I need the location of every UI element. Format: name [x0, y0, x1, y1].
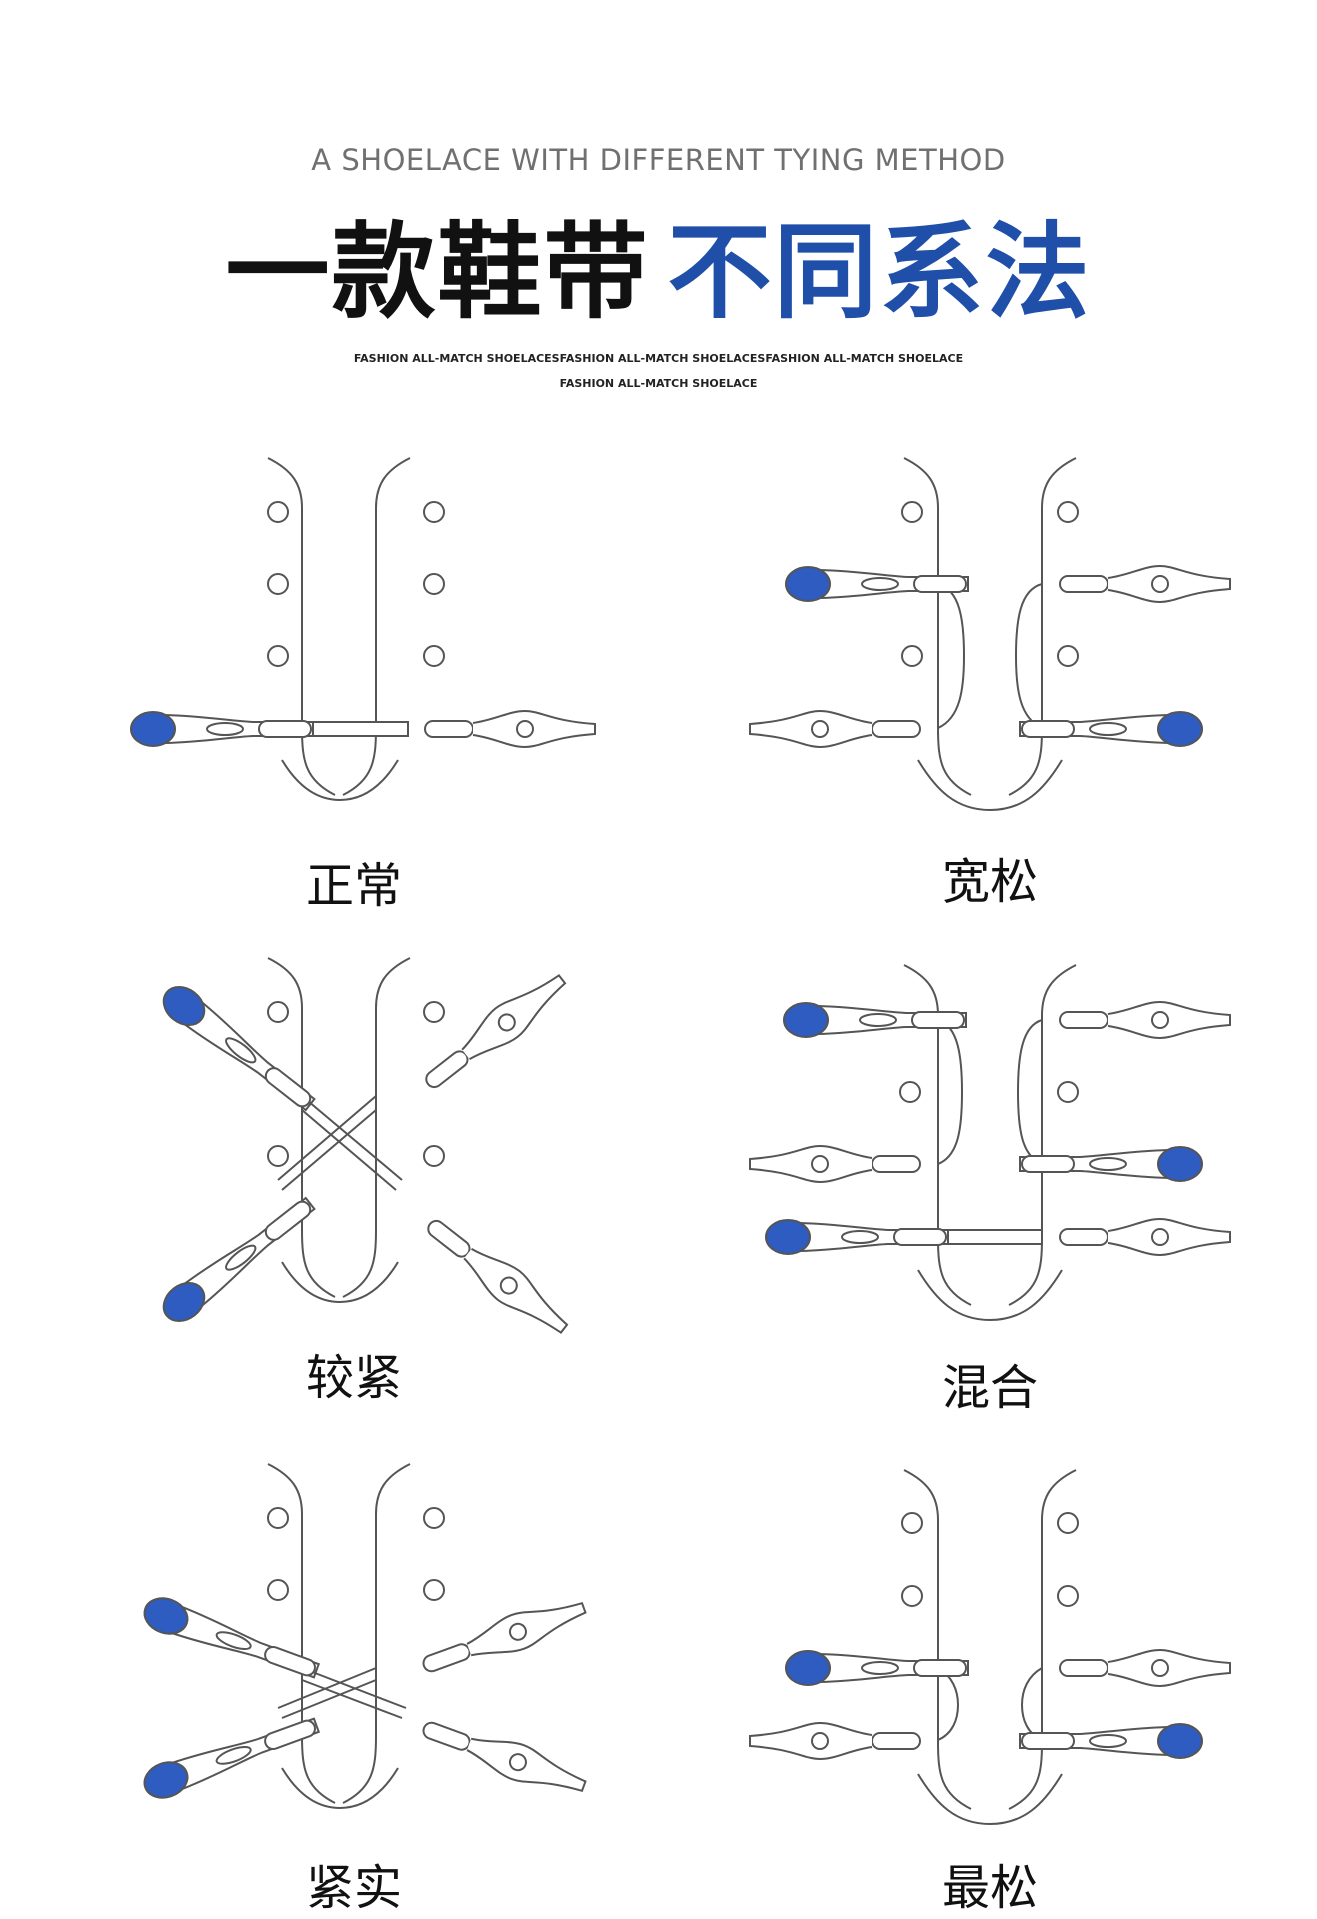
lace-end-ring-icon [749, 1722, 921, 1760]
page-title: 一款鞋带不同系法 [0, 212, 1317, 332]
lace-end-ring-icon [1059, 1218, 1231, 1256]
method-label-loose: 宽松 [941, 854, 1038, 910]
lace-end-ring-icon [1059, 565, 1231, 603]
shoe-eyestay-outline [267, 957, 411, 1298]
lace-end-blue-icon [155, 1189, 322, 1330]
header-subtitle: A SHOELACE WITH DIFFERENT TYING METHOD [311, 143, 1006, 177]
diagram-loose [749, 457, 1231, 812]
shoe-eyestay-outline [903, 457, 1077, 796]
lace-end-blue-icon [1019, 1146, 1203, 1182]
shoe-toe-outline [281, 759, 399, 802]
lace-end-blue-icon [130, 711, 314, 747]
lace-end-blue-icon [1019, 711, 1203, 747]
lace-end-blue-icon [765, 1219, 949, 1255]
diagram-tighter [155, 957, 577, 1344]
lace-end-blue-icon [138, 1708, 324, 1805]
method-label-loosest: 最松 [941, 1860, 1038, 1916]
lace-end-ring-icon [1059, 1001, 1231, 1039]
shoe-toe-outline [281, 1767, 399, 1810]
shoe-toe-outline [917, 1269, 1063, 1322]
shoe-toe-outline [917, 1773, 1063, 1826]
lace-end-ring-icon [416, 1710, 591, 1805]
diagram-loosest [749, 1469, 1231, 1826]
shoe-toe-outline [281, 1261, 399, 1304]
method-label-normal: 正常 [305, 858, 402, 914]
diagram-mixed [749, 964, 1231, 1322]
lace-end-ring-icon [1059, 1649, 1231, 1687]
lace-end-blue-icon [155, 978, 322, 1119]
lace-end-blue-icon [138, 1591, 324, 1688]
lace-end-blue-icon [785, 566, 969, 602]
lace-end-ring-icon [749, 1145, 921, 1183]
lace-end-ring-icon [749, 710, 921, 748]
tagline-line-1: FASHION ALL-MATCH SHOELACESFASHION ALL-M… [353, 352, 964, 365]
lace-end-ring-icon [417, 1208, 577, 1344]
shoe-eyestay-outline [903, 1469, 1077, 1810]
method-label-firm: 紧实 [305, 1860, 402, 1916]
title-black-part: 一款鞋带 [225, 211, 650, 333]
diagram-normal [130, 457, 596, 802]
lace-end-ring-icon [416, 1589, 591, 1684]
lace-end-blue-icon [785, 1650, 969, 1686]
shoe-eyestay-outline [267, 457, 411, 796]
lace-end-ring-icon [415, 964, 575, 1100]
diagram-firm [138, 1463, 591, 1810]
tagline-line-2: FASHION ALL-MATCH SHOELACE [559, 377, 758, 390]
method-label-mixed: 混合 [941, 1360, 1038, 1416]
lace-end-blue-icon [1019, 1723, 1203, 1759]
method-label-tighter: 较紧 [305, 1350, 402, 1406]
shoe-eyestay-outline [267, 1463, 411, 1804]
lace-end-ring-icon [424, 710, 596, 748]
title-blue-part: 不同系法 [667, 211, 1092, 333]
shoe-toe-outline [917, 759, 1063, 812]
